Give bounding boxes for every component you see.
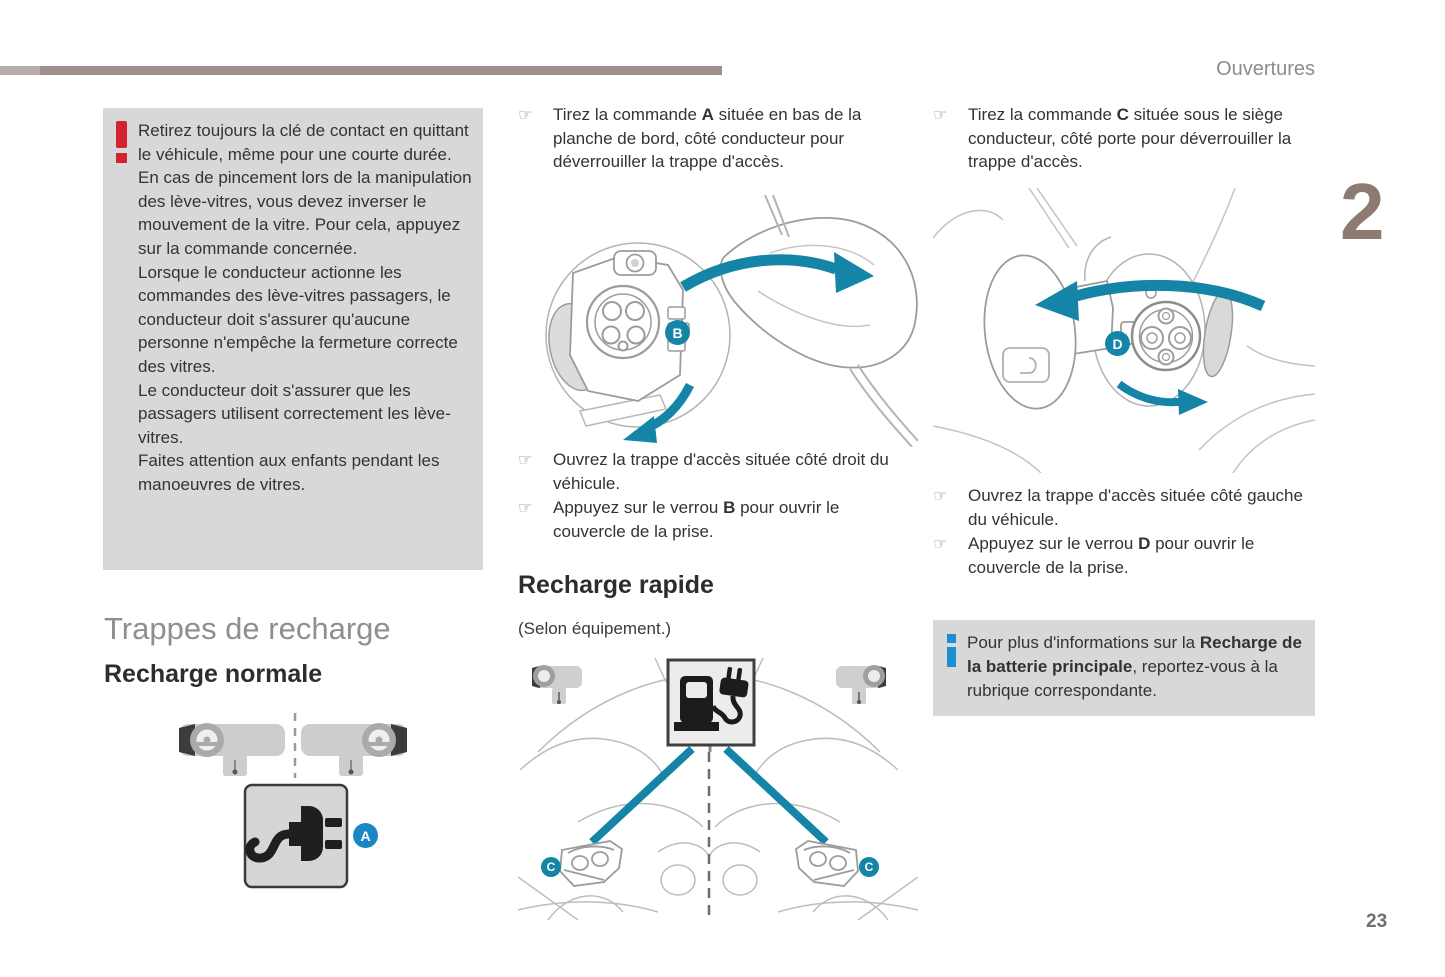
open-direction-arrows [1035,279,1266,415]
info-icon [947,634,956,667]
instruction-text: Ouvrez la trappe d'accès située côté dro… [553,450,889,493]
charging-station-icon [666,658,756,747]
release-lever-right [795,840,859,887]
pointing-hand-icon: ☞ [933,486,948,505]
instruction-text: Ouvrez la trappe d'accès située côté gau… [968,486,1303,529]
section-title-recharge-rapide: Recharge rapide [518,571,714,599]
pointing-hand-icon: ☞ [518,498,533,518]
pointing-hand-icon: ☞ [933,534,948,554]
pointing-hand-icon: ☞ [518,105,533,124]
warning-paragraph: Lorsque le conducteur actionne les comma… [138,262,458,376]
top-accent-bar-tip [0,66,40,75]
car-body-outline [933,188,1315,473]
dashboard-mini-icon-right [836,665,886,704]
info-box: Pour plus d'informations sur la Recharge… [933,620,1315,716]
instruction-item: ☞ Ouvrez la trappe d'accès située côté g… [933,484,1315,531]
left-column: Retirez toujours la clé de contact en qu… [103,0,483,977]
warning-paragraph: Le conducteur doit s'assurer que les pas… [138,380,451,447]
release-lever-left [559,840,623,887]
charging-socket-icon [585,284,661,360]
instruction-item: ☞ Appuyez sur le verrou B pour ouvrir le… [518,496,918,543]
figure-label-a: A [353,823,378,848]
dashboard-right-hand-drive-icon [301,723,407,776]
instruction-item: ☞ Tirez la commande C située sous le siè… [933,103,1315,174]
page-title: Ouvertures [1216,58,1315,80]
instruction-text: Appuyez sur le verrou D pour ouvrir le c… [968,534,1255,577]
warning-box: Retirez toujours la clé de contact en qu… [103,108,483,570]
rapid-charging-socket-icon [1130,300,1202,372]
info-text: Pour plus d'informations sur la Recharge… [967,633,1302,700]
figure-label-c-left: C [541,857,561,877]
pointing-hand-icon: ☞ [518,450,533,469]
dashboard-left-hand-drive-icon [179,723,285,776]
exclamation-icon [116,121,127,163]
instruction-item: ☞ Tirez la commande A située en bas de l… [518,103,918,174]
instruction-text: Tirez la commande C située sous le siège… [968,105,1292,172]
figure-label-b: B [665,320,690,345]
instruction-list: ☞ Tirez la commande C située sous le siè… [933,103,1315,175]
instruction-list: ☞ Tirez la commande A située en bas de l… [518,103,918,175]
warning-paragraph: Faites attention aux enfants pendant les… [138,451,440,494]
right-column: ☞ Tirez la commande C située sous le siè… [933,0,1315,977]
figure-label-c-right: C [859,857,879,877]
dashboard-mini-icon-left [532,665,582,704]
charge-flap-b-figure [545,195,918,447]
pointing-hand-icon: ☞ [933,105,948,124]
top-accent-bar [0,66,722,75]
warning-text: Retirez toujours la clé de contact en qu… [138,119,476,497]
plug-icon [245,806,342,863]
instruction-list: ☞ Ouvrez la trappe d'accès située côté g… [933,484,1315,580]
access-flap [983,254,1077,410]
section-title-trappes-de-recharge: Trappes de recharge [104,611,391,646]
middle-column: ☞ Tirez la commande A située en bas de l… [518,0,918,977]
warning-paragraph: En cas de pincement lors de la manipulat… [138,168,472,258]
open-direction-arrows [623,252,874,443]
page-number: 23 [1366,911,1388,932]
chapter-number: 2 [1340,167,1385,256]
figure-label-d: D [1105,331,1130,356]
instruction-list: ☞ Ouvrez la trappe d'accès située côté d… [518,448,918,544]
instruction-text: Appuyez sur le verrou B pour ouvrir le c… [553,498,840,541]
normal-charge-figure [179,713,407,889]
instruction-item: ☞ Ouvrez la trappe d'accès située côté d… [518,448,918,495]
warning-paragraph: Retirez toujours la clé de contact en qu… [138,121,469,164]
charge-flap-d-figure [933,188,1315,473]
equipment-note: (Selon équipement.) [518,619,672,638]
instruction-text: Tirez la commande A située en bas de la … [553,105,862,172]
subsection-title-recharge-normale: Recharge normale [104,660,323,688]
instruction-item: ☞ Appuyez sur le verrou D pour ouvrir le… [933,532,1315,579]
rapid-charge-figure [518,657,918,921]
